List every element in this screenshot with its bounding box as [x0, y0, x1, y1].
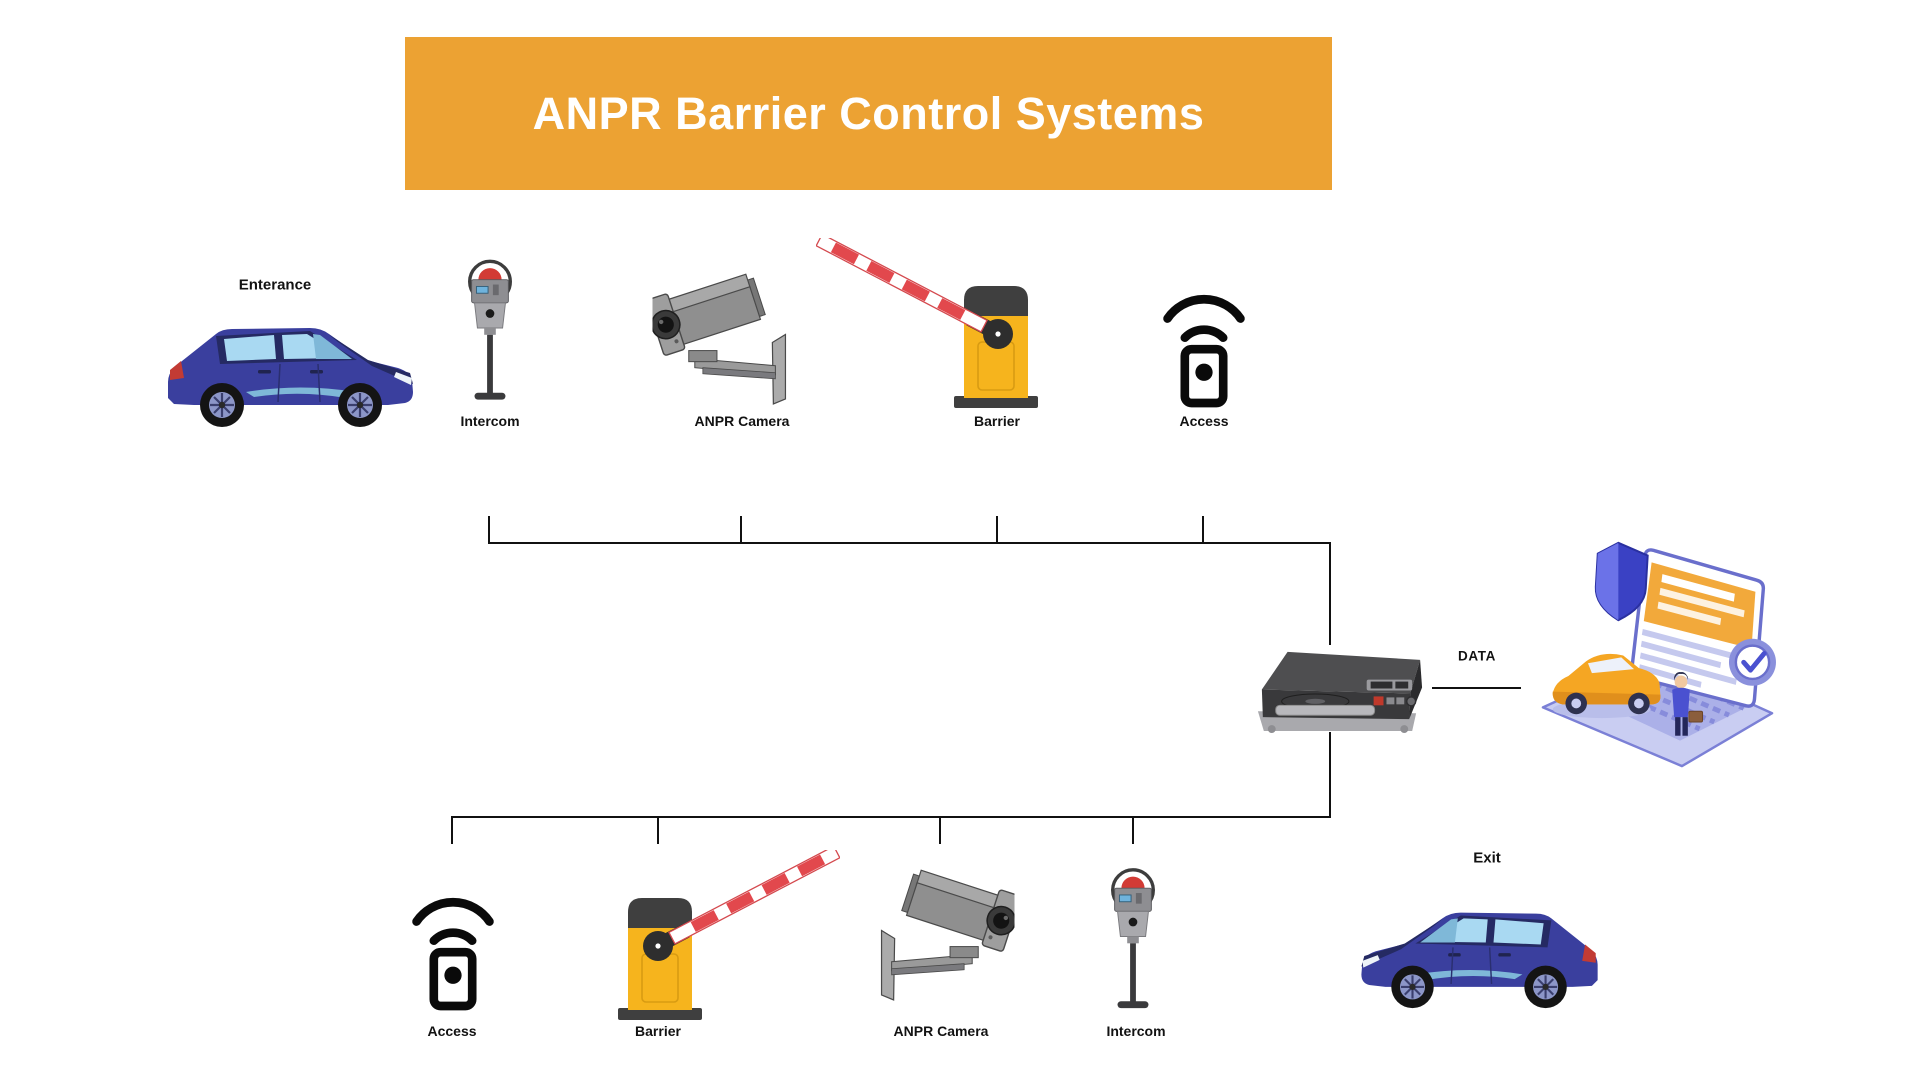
exit-intercom-label: Intercom — [1106, 1023, 1166, 1039]
entrance-access-label: Access — [1179, 413, 1229, 429]
entrance-anpr-camera-label: ANPR Camera — [694, 413, 790, 429]
exit-access-icon — [405, 881, 501, 1011]
data-label: DATA — [1458, 648, 1496, 664]
connector-tick-top-1 — [488, 516, 490, 543]
connector-drop-to-controller — [1329, 542, 1331, 645]
connector-bus-top — [488, 542, 1331, 544]
entrance-label: Enterance — [238, 276, 312, 294]
exit-anpr-camera-icon — [873, 868, 1015, 1004]
connector-tick-bottom-3 — [939, 816, 941, 844]
entrance-car-icon — [160, 318, 420, 430]
exit-anpr-camera-label: ANPR Camera — [893, 1023, 989, 1039]
page-title: ANPR Barrier Control Systems — [532, 87, 1205, 139]
exit-car-icon — [1350, 903, 1610, 1011]
entrance-intercom-label: Intercom — [460, 413, 520, 429]
control-unit-icon — [1250, 642, 1428, 736]
connector-tick-bottom-1 — [451, 816, 453, 844]
exit-barrier-label: Barrier — [635, 1023, 681, 1039]
exit-access-label: Access — [427, 1023, 477, 1039]
connector-tick-bottom-2 — [657, 816, 659, 844]
title-banner: ANPR Barrier Control Systems — [405, 37, 1332, 190]
connector-tick-top-3 — [996, 516, 998, 543]
connector-tick-top-2 — [740, 516, 742, 543]
data-link-line — [1432, 687, 1521, 689]
connector-bus-bottom — [451, 816, 1331, 818]
exit-intercom-parking-meter-icon — [1104, 863, 1162, 1012]
entrance-barrier-label: Barrier — [974, 413, 1020, 429]
connector-rise-from-controller — [1329, 732, 1331, 818]
entrance-boom-barrier-icon — [816, 238, 1046, 410]
entrance-intercom-parking-meter-icon — [461, 256, 519, 402]
entrance-access-icon — [1156, 278, 1252, 408]
entrance-anpr-camera-icon — [652, 272, 794, 408]
exit-label: Exit — [1473, 849, 1501, 867]
exit-boom-barrier-icon — [610, 850, 840, 1022]
secure-data-laptop-illustration — [1535, 535, 1780, 770]
connector-tick-top-4 — [1202, 516, 1204, 543]
connector-tick-bottom-4 — [1132, 816, 1134, 844]
